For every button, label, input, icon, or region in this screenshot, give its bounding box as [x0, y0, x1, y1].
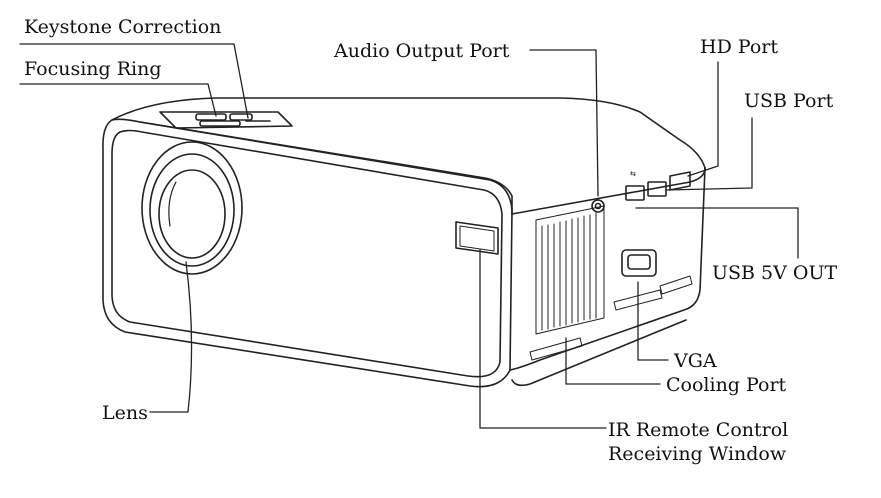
label-hd-port: HD Port	[700, 36, 779, 58]
ports-drawing: ⇆	[591, 170, 691, 277]
label-vga: VGA	[674, 350, 717, 372]
label-audio-output-port: Audio Output Port	[334, 40, 510, 62]
ir-window-drawing	[455, 221, 499, 255]
projector-body	[102, 97, 706, 388]
label-usb-5v-out: USB 5V OUT	[712, 262, 838, 284]
side-grille	[535, 205, 605, 335]
lens-drawing	[141, 141, 243, 275]
label-ir-remote-line1: IR Remote Control	[608, 419, 789, 441]
label-cooling-port: Cooling Port	[666, 374, 787, 396]
label-lens: Lens	[102, 402, 148, 424]
label-keystone-correction: Keystone Correction	[24, 16, 222, 38]
bottom-vents	[529, 275, 693, 361]
svg-text:⇆: ⇆	[630, 170, 636, 178]
top-control-panel	[159, 111, 293, 129]
leader-lines	[19, 43, 799, 429]
label-ir-remote-line2: Receiving Window	[608, 443, 787, 465]
label-usb-port: USB Port	[744, 90, 834, 112]
label-focusing-ring: Focusing Ring	[24, 58, 162, 80]
